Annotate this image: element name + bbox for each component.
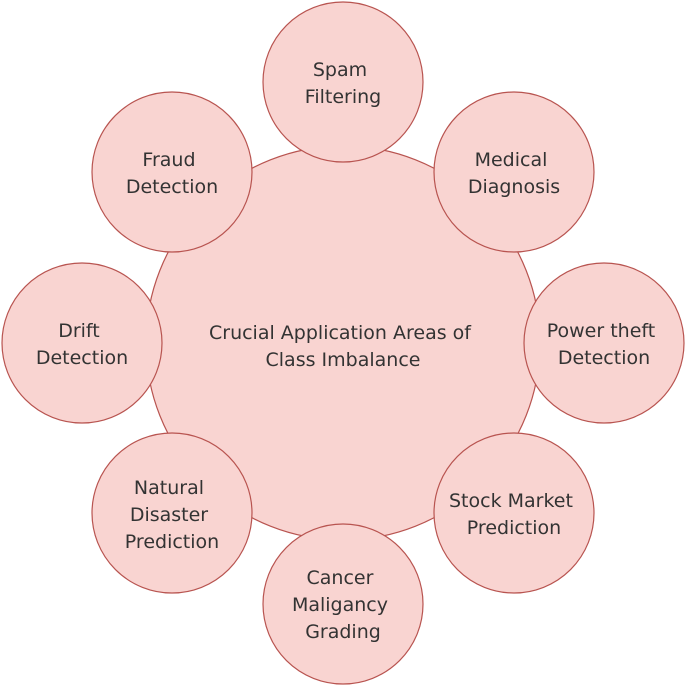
node-label-line: Natural: [134, 477, 204, 499]
node-circle: [262, 1, 424, 163]
node-label: Natural Disaster Prediction: [125, 477, 219, 553]
node-power-theft-detection: Power theft Detection: [523, 262, 685, 424]
node-label: Fraud Detection: [126, 149, 218, 198]
node-label-line: Drift: [58, 320, 100, 342]
center-label: Crucial Application Areas of Class Imbal…: [209, 322, 477, 371]
node-label-line: Power theft: [547, 320, 655, 342]
node-label: Cancer Maligancy Grading: [292, 567, 394, 643]
node-label-line: Fraud: [142, 149, 195, 171]
node-label-line: Stock Market: [449, 490, 573, 512]
node-label: Drift Detection: [36, 320, 128, 369]
node-circle: [91, 432, 253, 594]
node-label: Stock Market Prediction: [449, 490, 579, 539]
center-node: Crucial Application Areas of Class Imbal…: [145, 145, 541, 541]
node-circle: [433, 91, 595, 253]
node-label-line: Disaster: [130, 504, 208, 526]
node-circle: [433, 432, 595, 594]
center-label-line-2: Class Imbalance: [266, 349, 421, 371]
node-label-line: Grading: [305, 621, 381, 643]
node-circle: [523, 262, 685, 424]
node-label-line: Spam: [313, 59, 367, 81]
node-label: Spam Filtering: [305, 59, 381, 108]
node-label-line: Filtering: [305, 86, 381, 108]
center-label-line-1: Crucial Application Areas of: [209, 322, 472, 344]
node-label-line: Prediction: [125, 531, 219, 553]
node-label-line: Prediction: [467, 517, 561, 539]
node-label-line: Diagnosis: [468, 176, 560, 198]
node-circle: [91, 91, 253, 253]
node-spam-filtering: Spam Filtering: [262, 1, 424, 163]
node-label-line: Cancer: [307, 567, 374, 589]
node-label: Power theft Detection: [547, 320, 662, 369]
node-medical-diagnosis: Medical Diagnosis: [433, 91, 595, 253]
node-label-line: Medical: [475, 149, 548, 171]
node-stock-market-prediction: Stock Market Prediction: [433, 432, 595, 594]
node-label-line: Detection: [36, 347, 128, 369]
node-natural-disaster-prediction: Natural Disaster Prediction: [91, 432, 253, 594]
node-circle: [262, 523, 424, 685]
node-label-line: Maligancy: [292, 594, 388, 616]
node-label-line: Detection: [558, 347, 650, 369]
node-drift-detection: Drift Detection: [1, 262, 163, 424]
node-label: Medical Diagnosis: [468, 149, 560, 198]
node-circle: [1, 262, 163, 424]
node-label-line: Detection: [126, 176, 218, 198]
node-fraud-detection: Fraud Detection: [91, 91, 253, 253]
node-cancer-maligancy-grading: Cancer Maligancy Grading: [262, 523, 424, 685]
